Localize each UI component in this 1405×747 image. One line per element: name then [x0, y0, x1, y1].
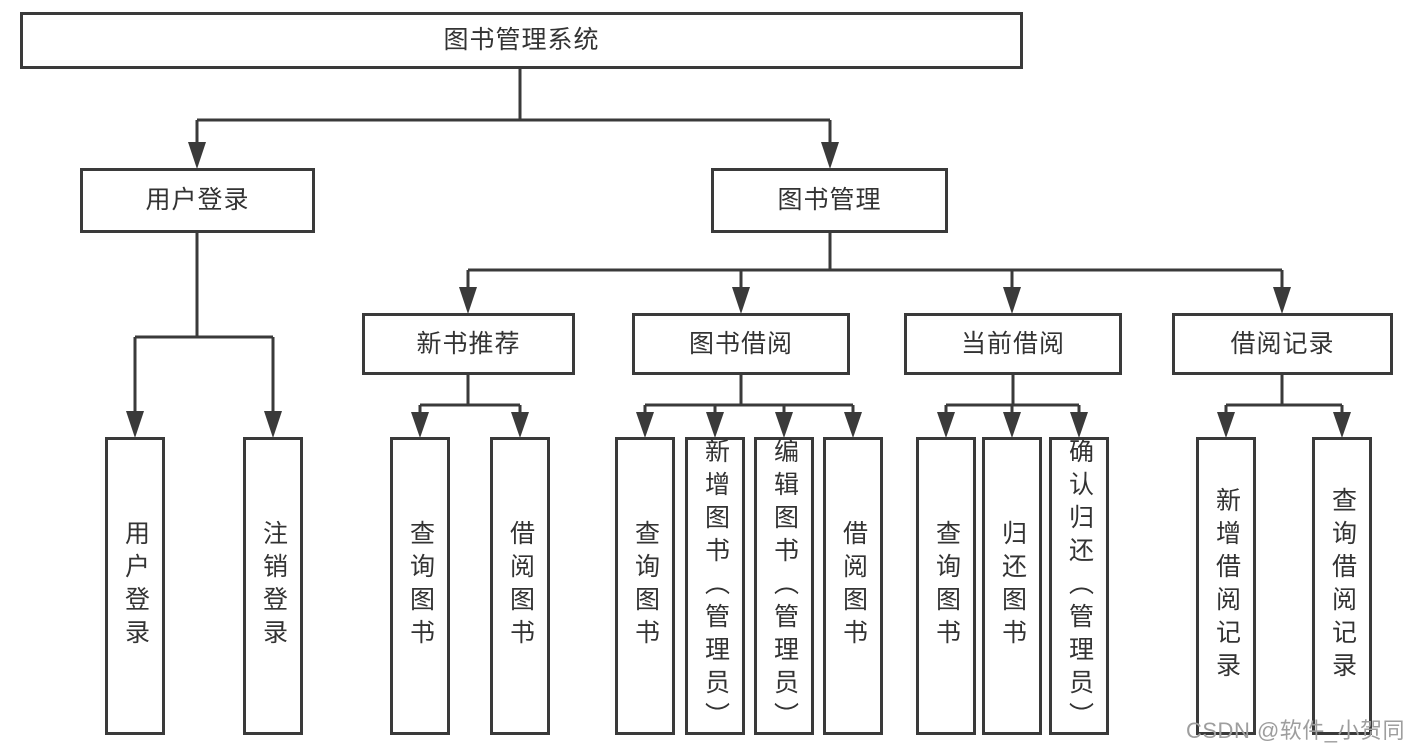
node-book-borrow-label: 图书借阅 [688, 329, 793, 358]
arrowhead [937, 412, 955, 438]
leaf-current-return-book-label: 归还图书 [998, 520, 1027, 652]
leaf-logout-label: 注销登录 [259, 520, 288, 652]
arrowhead [775, 412, 793, 438]
leaf-borrow-borrow-book: 借阅图书 [823, 437, 883, 735]
leaf-borrow-edit-book-admin-label: 编辑图书（管理员） [770, 437, 799, 735]
leaf-borrow-add-book-admin-label: 新增图书（管理员） [701, 437, 730, 735]
edge-root-split [195, 69, 832, 143]
arrowhead [126, 411, 144, 438]
leaf-borrow-query-book-label: 查询图书 [631, 520, 660, 652]
arrowhead [188, 142, 206, 169]
arrowhead [844, 412, 862, 438]
edge-login-split [133, 233, 275, 412]
edge-borrow-split [643, 375, 855, 413]
node-book-management-label: 图书管理 [777, 186, 882, 214]
node-borrow-records: 借阅记录 [1172, 313, 1393, 375]
node-root-label: 图书管理系统 [443, 26, 600, 54]
arrowhead [1333, 412, 1351, 438]
arrowhead [1003, 412, 1021, 438]
arrowhead [411, 412, 429, 438]
csdn-watermark: CSDN @软件_小贺同学 [1186, 718, 1405, 743]
leaf-borrow-borrow-book-label: 借阅图书 [839, 520, 868, 652]
node-book-management: 图书管理 [711, 168, 948, 233]
edge-record-split [1224, 375, 1344, 413]
leaf-record-query-label: 查询借阅记录 [1328, 487, 1357, 685]
leaf-current-confirm-return-admin-label: 确认归还（管理员） [1065, 437, 1094, 735]
arrowhead [511, 412, 529, 438]
arrowhead [1273, 287, 1291, 314]
node-current-borrow-label: 当前借阅 [960, 329, 1065, 358]
leaf-newbooks-query-book-label: 查询图书 [406, 520, 435, 652]
leaf-newbooks-borrow-book-label: 借阅图书 [506, 520, 535, 652]
arrowhead [821, 142, 839, 169]
edge-newbooks-split [418, 375, 522, 413]
leaf-current-confirm-return-admin: 确认归还（管理员） [1049, 437, 1109, 735]
leaf-record-add: 新增借阅记录 [1196, 437, 1256, 735]
arrowhead [1003, 287, 1021, 314]
leaf-current-query-book-label: 查询图书 [932, 520, 961, 652]
arrowhead [1070, 412, 1088, 438]
arrowhead [706, 412, 724, 438]
leaf-user-login-label: 用户登录 [121, 520, 150, 652]
leaf-record-query: 查询借阅记录 [1312, 437, 1372, 735]
leaf-record-add-label: 新增借阅记录 [1212, 487, 1241, 685]
arrowhead [459, 287, 477, 314]
leaf-borrow-query-book: 查询图书 [615, 437, 675, 735]
node-new-book-recommend-label: 新书推荐 [416, 329, 521, 358]
node-root: 图书管理系统 [20, 12, 1023, 69]
edge-mgmt-split [466, 233, 1284, 288]
leaf-logout: 注销登录 [243, 437, 303, 735]
node-current-borrow: 当前借阅 [904, 313, 1122, 375]
leaf-newbooks-borrow-book: 借阅图书 [490, 437, 550, 735]
arrowhead [732, 287, 750, 314]
leaf-newbooks-query-book: 查询图书 [390, 437, 450, 735]
arrowhead [264, 411, 282, 438]
node-borrow-records-label: 借阅记录 [1230, 329, 1335, 358]
node-user-login: 用户登录 [80, 168, 315, 233]
node-user-login-label: 用户登录 [145, 186, 250, 214]
node-new-book-recommend: 新书推荐 [362, 313, 575, 375]
leaf-borrow-edit-book-admin: 编辑图书（管理员） [754, 437, 814, 735]
leaf-current-query-book: 查询图书 [916, 437, 976, 735]
edge-current-split [944, 375, 1081, 413]
leaf-borrow-add-book-admin: 新增图书（管理员） [685, 437, 745, 735]
node-book-borrow: 图书借阅 [632, 313, 850, 375]
arrowhead [1217, 412, 1235, 438]
leaf-user-login: 用户登录 [105, 437, 165, 735]
arrowhead [636, 412, 654, 438]
leaf-current-return-book: 归还图书 [982, 437, 1042, 735]
